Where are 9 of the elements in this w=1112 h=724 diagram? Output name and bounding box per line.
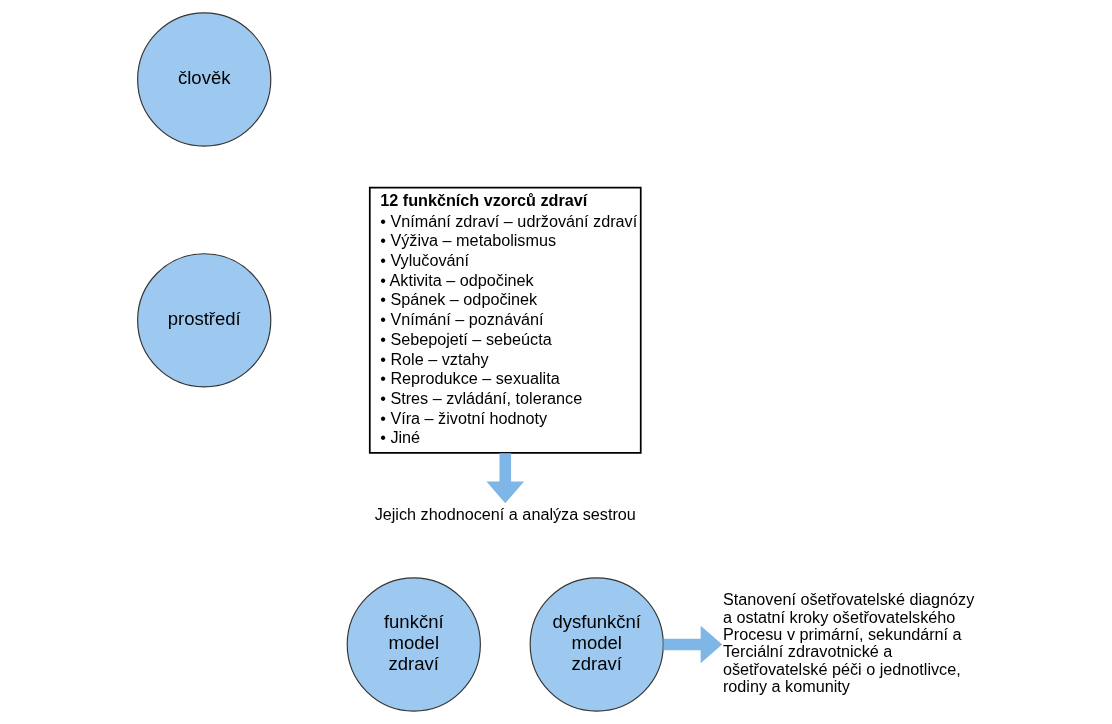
node-box: 12 funkčních vzorců zdraví • Vnímání zdraví – udržování zdraví • Výživa – metabolismus • Vylučování • Aktivita – odpočinek • Spánek – odpočinek • Vnímání – poznávání • Sebepojetí – sebeúcta • Role – vztahy • Reprodukce – sexualita • Stres – zvládání, tolerance • Víra – životní hodnoty • Jiné xyxy=(368,186,642,454)
node-text: Stanovení ošetřovatelské diagnózy a ostatní kroky ošetřovatelského Procesu v primární, sekundární a Terciální zdravotnické a ošetřovatelské péči o jednotlivce, rodiny a komunity xyxy=(722,590,974,696)
node-text: Jejich zhodnocení a analýza sestrou xyxy=(374,504,636,523)
node-circle: dysfunkční model zdraví xyxy=(529,577,664,712)
node-circle: člověk xyxy=(136,12,271,147)
node-circle: prostředí xyxy=(136,253,271,388)
arrow xyxy=(663,625,722,664)
node-circle: funkční model zdraví xyxy=(346,577,481,712)
arrow xyxy=(485,453,524,504)
